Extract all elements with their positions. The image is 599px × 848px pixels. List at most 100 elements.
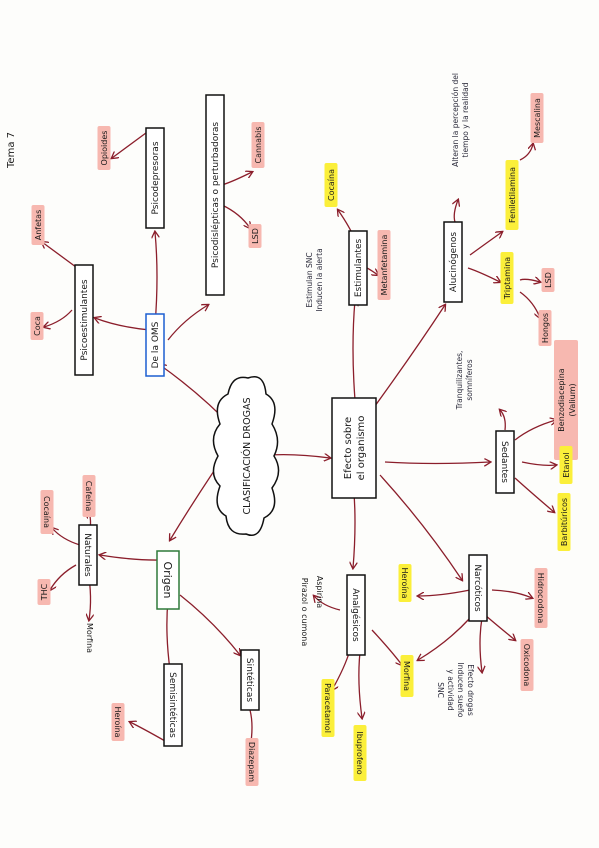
arrow bbox=[371, 305, 445, 411]
leaf-hongos: Hongos bbox=[538, 310, 552, 346]
node-origen-box bbox=[156, 550, 180, 610]
leaf-opioides-label: Opioides bbox=[100, 131, 109, 166]
leaf-barbituricos-highlight bbox=[557, 493, 571, 551]
node-sinteticas-label: Sintéticas bbox=[244, 658, 255, 702]
leaf-anfetas-label: Anfetas bbox=[34, 210, 43, 241]
leaf-cocaina1-highlight bbox=[40, 490, 54, 534]
leaf-aspirina: Aspirina bbox=[315, 576, 324, 609]
leaf-metanfetamina: Metanfetamina bbox=[377, 230, 391, 300]
note-line: Inducen la alerta bbox=[315, 248, 324, 311]
node-origen-label: Origen bbox=[161, 562, 174, 599]
note-line: Inducen sueño bbox=[456, 663, 465, 718]
note-line: somníferos bbox=[465, 359, 474, 400]
node-psicodepresoras-label: Psicodepresoras bbox=[151, 141, 161, 214]
page-label: Tema 7 bbox=[6, 132, 17, 169]
leaf-metanfetamina-label: Metanfetamina bbox=[380, 235, 389, 296]
leaf-oxicodona: Oxicodona bbox=[520, 639, 534, 691]
leaf-etanol: Etanol bbox=[559, 446, 573, 484]
arrow bbox=[469, 232, 502, 256]
arrow bbox=[491, 589, 532, 598]
node-analgesicos: Analgésicos bbox=[346, 574, 366, 656]
leaf-benzodiacepinas: Benzodiacepina(Valium) bbox=[554, 340, 578, 460]
leaf-pirazol: Pirazol o cumona bbox=[300, 578, 309, 647]
arrow bbox=[332, 649, 351, 690]
node-efecto-box bbox=[331, 397, 377, 499]
leaf-cafeina: Cafeína bbox=[82, 475, 96, 517]
arrow bbox=[314, 596, 341, 611]
leaf-benzodiacepinas-label-line: (Valium) bbox=[568, 383, 577, 416]
leaf-mescalina: Mescalina bbox=[530, 93, 544, 143]
note-line: SNC bbox=[436, 682, 445, 698]
leaf-aspirina-label: Aspirina bbox=[315, 576, 324, 609]
leaf-cocaina2-highlight bbox=[324, 163, 338, 207]
leaf-hongos-highlight bbox=[538, 310, 552, 346]
root-label: CLASIFICACIÓN DROGAS bbox=[241, 397, 253, 514]
leaf-morfina2: Morfina bbox=[400, 655, 414, 697]
note-line: Tranquilizantes, bbox=[455, 351, 464, 411]
node-naturales: Naturales bbox=[78, 524, 98, 586]
node-psicoestimulantes: Psicoestimulantes bbox=[74, 264, 94, 376]
leaf-triptamina: Triptamina bbox=[500, 252, 514, 304]
node-psicodepresoras-box bbox=[145, 127, 165, 229]
labels-layer: CocaínaCafeínaTHCMorfinaHeroínaDiazepamC… bbox=[6, 73, 578, 786]
leaf-morfina2-label: Morfina bbox=[402, 661, 411, 691]
leaf-paracetamol: Paracetamol bbox=[321, 679, 335, 737]
leaf-anfetas-highlight bbox=[31, 205, 45, 245]
leaf-oxicodona-highlight bbox=[520, 639, 534, 691]
leaf-cannabis-label: Cannabis bbox=[254, 127, 263, 164]
node-efecto-label-line: Efecto sobre bbox=[343, 417, 354, 479]
arrow bbox=[521, 462, 556, 465]
leaf-lsd2-highlight bbox=[541, 268, 555, 292]
note-line: Efecto drogas bbox=[466, 664, 475, 716]
note-line: Estimulan SNC bbox=[305, 252, 314, 307]
arrow bbox=[418, 617, 471, 660]
leaf-triptamina-label: Triptamina bbox=[503, 257, 512, 300]
leaf-mescalina-highlight bbox=[530, 93, 544, 143]
leaf-paracetamol-label: Paracetamol bbox=[323, 683, 332, 733]
arrow bbox=[467, 267, 500, 282]
node-psicodislepticas-label: Psicodislépticas o perturbadoras bbox=[210, 122, 221, 269]
leaf-feniletilamina-highlight bbox=[505, 160, 519, 230]
leaf-lsd2-label: LSD bbox=[544, 272, 553, 288]
node-psicodepresoras: Psicodepresoras bbox=[145, 127, 165, 229]
arrow bbox=[221, 172, 252, 186]
node-sinteticas: Sintéticas bbox=[240, 649, 260, 711]
leaf-ibuprofeno-label: Ibuprofeno bbox=[355, 731, 364, 774]
arrow bbox=[100, 555, 161, 561]
node-psicodislepticas: Psicodislépticas o perturbadoras bbox=[205, 94, 225, 296]
leaf-coca-highlight bbox=[30, 312, 44, 340]
nodes-layer: CLASIFICACIÓN DROGASOrigenNaturalesSemis… bbox=[74, 94, 515, 747]
leaf-coca-label: Coca bbox=[33, 316, 42, 336]
leaf-cocaina2: Cocaína bbox=[324, 163, 338, 207]
leaf-heroina1-highlight bbox=[111, 703, 125, 741]
leaf-metanfetamina-highlight bbox=[377, 230, 391, 300]
leaf-benzodiacepinas-highlight bbox=[554, 340, 578, 460]
note-line: tiempo y la realidad bbox=[461, 82, 470, 157]
leaf-heroina2-label: Heroína bbox=[400, 567, 409, 598]
leaf-cocaina1-label: Cocaína bbox=[42, 496, 51, 528]
arrow bbox=[221, 204, 250, 228]
leaf-feniletilamina-label: Feniletilamina bbox=[508, 167, 517, 223]
leaf-morfina1-label: Morfina bbox=[85, 623, 94, 653]
node-narcoticos-box bbox=[468, 554, 488, 622]
arrow bbox=[366, 267, 378, 275]
node-efecto-label-line: el organismo bbox=[356, 416, 367, 481]
arrow bbox=[519, 279, 540, 282]
leaf-heroina1: Heroína bbox=[111, 703, 125, 741]
note-line: y actividad bbox=[446, 669, 455, 710]
node-naturales-box bbox=[78, 524, 98, 586]
leaf-lsd1-highlight bbox=[248, 224, 262, 248]
leaf-morfina1: Morfina bbox=[85, 623, 94, 653]
node-ons: De la OMS bbox=[145, 313, 165, 377]
leaf-triptamina-highlight bbox=[500, 252, 514, 304]
arrow bbox=[500, 410, 505, 431]
root-cloud: CLASIFICACIÓN DROGAS bbox=[212, 376, 280, 536]
leaf-ibuprofeno-highlight bbox=[353, 725, 367, 781]
leaf-barbituricos-label: Barbitúricos bbox=[560, 498, 569, 546]
leaf-paracetamol-highlight bbox=[321, 679, 335, 737]
leaf-opioides-highlight bbox=[97, 126, 111, 170]
arrow bbox=[359, 651, 362, 718]
leaf-hidrocodona-label: Hidrocodona bbox=[536, 573, 545, 624]
